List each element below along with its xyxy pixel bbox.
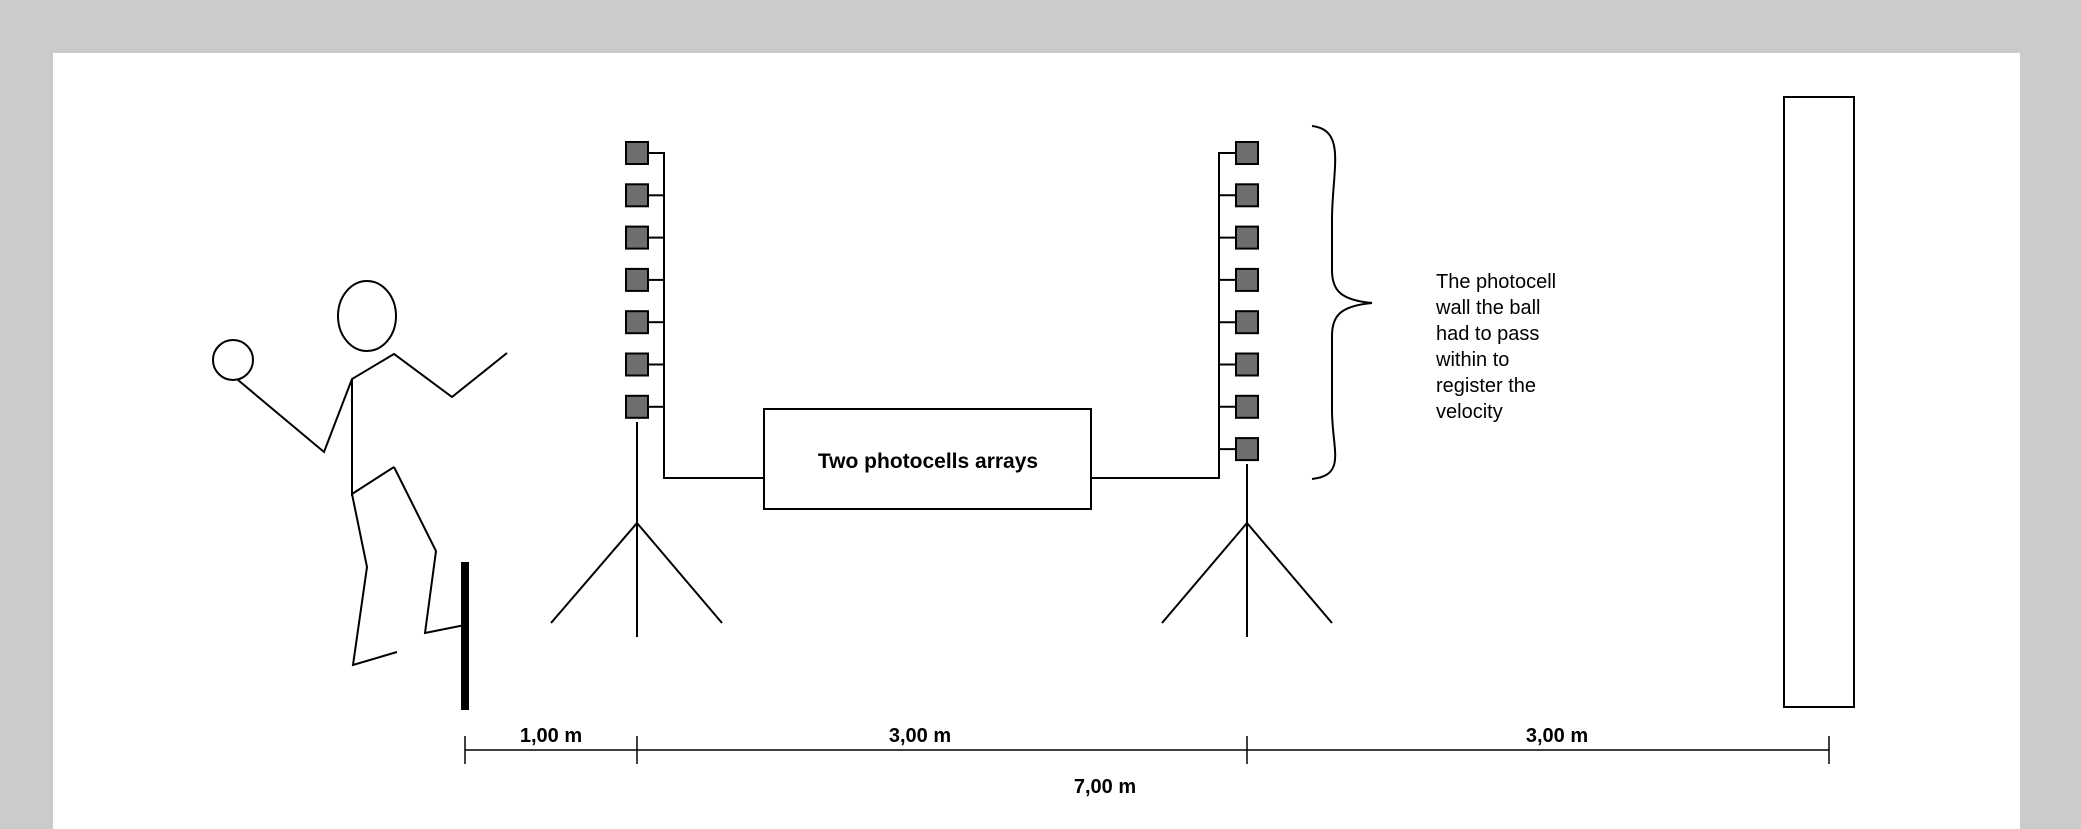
thrower-head xyxy=(337,280,397,352)
photocell-sensor xyxy=(625,225,649,250)
photocell-setup-diagram: Two photocells arrays The photocell wall… xyxy=(212,96,1855,798)
right-photocell-tripod xyxy=(1161,464,1333,637)
photocell-sensor xyxy=(625,310,649,335)
left-photocell-array xyxy=(625,141,664,419)
annotation-line-2: wall the ball xyxy=(1435,297,1541,319)
thrower-leg-right xyxy=(393,466,466,635)
thrower-arms xyxy=(237,352,508,454)
left-photocell-tripod xyxy=(550,422,723,637)
photocells-box xyxy=(763,408,1092,510)
annotation-line-1: The photocell xyxy=(1436,271,1556,293)
diagram-panel: Two photocells arrays The photocell wall… xyxy=(53,53,2020,829)
photocell-sensor xyxy=(1235,352,1259,377)
annotation-line-5: register the xyxy=(1436,375,1536,397)
photocell-sensor xyxy=(625,352,649,377)
photocell-sensor xyxy=(1235,310,1259,335)
distance-label-total: 7,00 m xyxy=(1074,776,1136,798)
distance-label-1: 1,00 m xyxy=(520,725,582,747)
annotation-line-4: within to xyxy=(1435,349,1509,371)
thrower-torso xyxy=(351,379,395,496)
photocell-sensor xyxy=(625,267,649,292)
target-wall xyxy=(1783,96,1855,708)
distance-label-3: 3,00 m xyxy=(1526,725,1588,747)
photocell-sensor xyxy=(1235,225,1259,250)
ball xyxy=(212,339,254,381)
annotation-line-6: velocity xyxy=(1436,401,1503,423)
photocell-sensor xyxy=(1235,437,1259,462)
distance-label-2: 3,00 m xyxy=(889,725,951,747)
photocell-wall-annotation: The photocell wall the ball had to pass … xyxy=(1435,271,1556,423)
photocell-sensor xyxy=(625,141,649,165)
photocell-sensor xyxy=(1235,141,1259,165)
annotation-line-3: had to pass xyxy=(1436,323,1539,345)
photocells-box-label: Two photocells arrays xyxy=(818,450,1038,473)
connection-wires xyxy=(659,152,1225,479)
distance-scale xyxy=(464,736,1830,764)
right-photocell-array xyxy=(1219,141,1259,462)
photocell-sensor xyxy=(1235,267,1259,292)
thrower-leg-left xyxy=(351,493,398,667)
photocell-sensor xyxy=(625,394,649,419)
photocell-sensor xyxy=(1235,394,1259,419)
thrower-figure xyxy=(212,280,508,667)
photocell-wall-brace xyxy=(1311,125,1373,480)
photocell-sensor xyxy=(625,183,649,208)
photocell-sensor xyxy=(1235,183,1259,208)
